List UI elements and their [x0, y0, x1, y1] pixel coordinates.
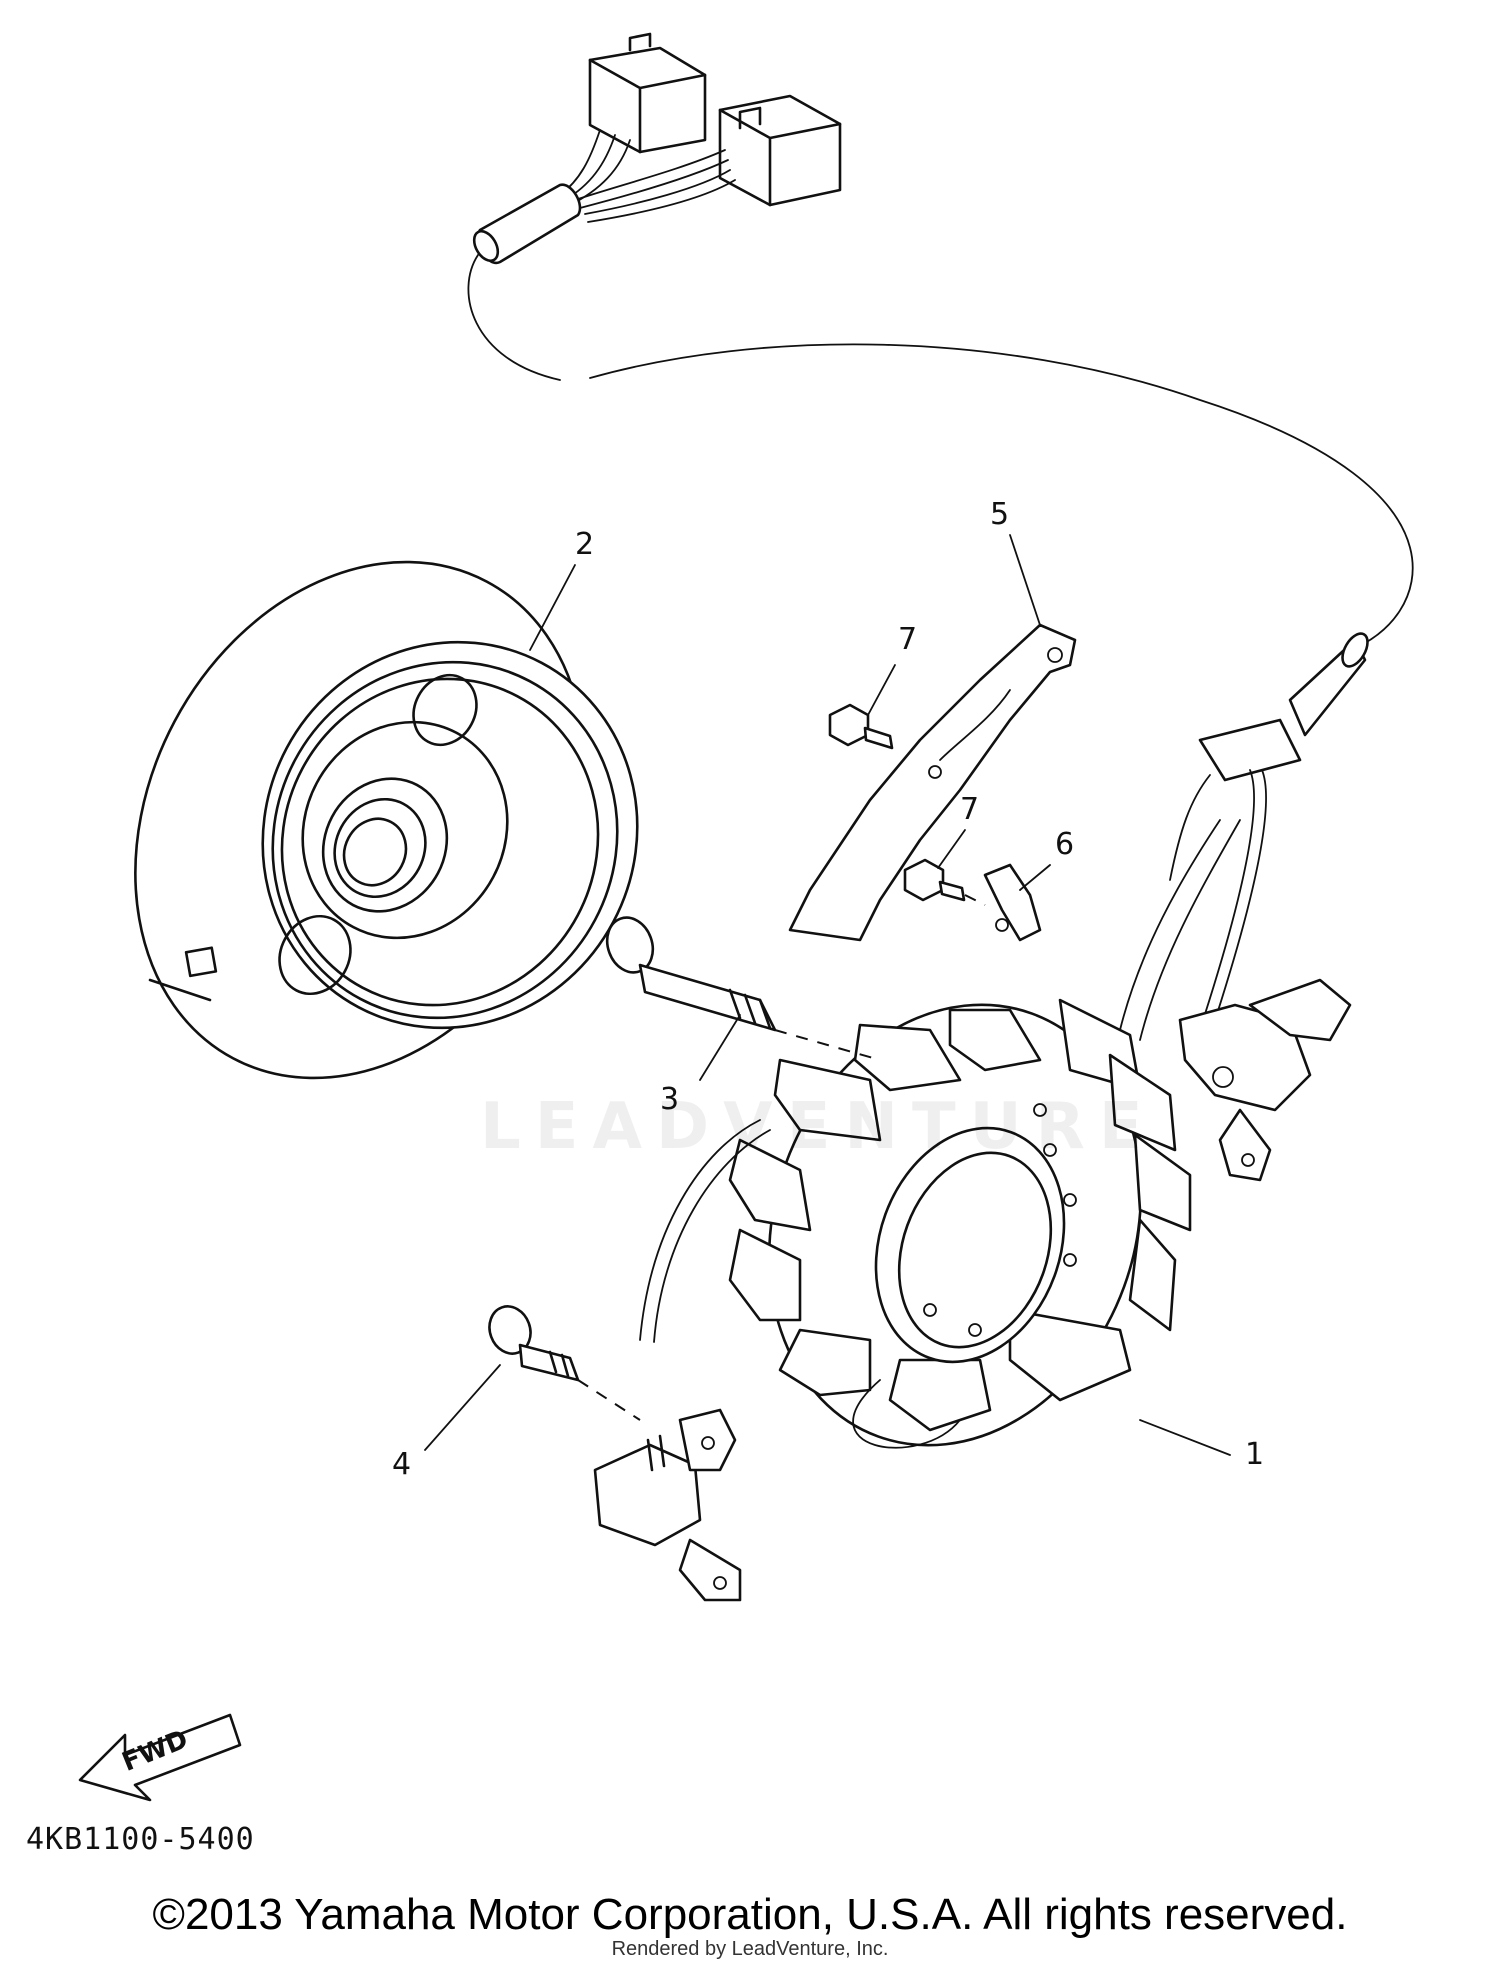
- leader-lines: [424, 534, 1231, 1456]
- stator-assembly: [639, 819, 1241, 1449]
- bolt-7-lower: [903, 858, 986, 906]
- lead-bracket-5: [788, 623, 1077, 942]
- wire-harness-connector: [467, 32, 1414, 651]
- callout-4: 4: [392, 1447, 412, 1482]
- pickup-coil-left: [593, 1408, 742, 1602]
- callout-5: 5: [990, 497, 1010, 532]
- copyright-text: ©2013 Yamaha Motor Corporation, U.S.A. A…: [152, 1890, 1348, 1939]
- plate-6: [983, 863, 1042, 942]
- bolt-3: [605, 916, 777, 1032]
- watermark: LEADVENTURE: [480, 1090, 1157, 1164]
- bolt-4: [488, 1305, 580, 1382]
- part-code: 4KB1100-5400: [26, 1822, 255, 1857]
- flywheel-rotor: [134, 560, 639, 1080]
- callout-3: 3: [660, 1082, 680, 1117]
- grommet: [1169, 632, 1369, 1061]
- bolt-7-upper: [828, 703, 894, 750]
- pickup-coil-right: [1178, 978, 1352, 1182]
- callout-1: 1: [1245, 1437, 1265, 1472]
- callout-6: 6: [1055, 827, 1075, 862]
- callout-7-lower: 7: [960, 792, 980, 827]
- fwd-arrow-icon: [78, 1713, 242, 1802]
- callout-7-upper: 7: [898, 622, 918, 657]
- callout-2: 2: [575, 527, 595, 562]
- rendered-by-text: Rendered by LeadVenture, Inc.: [611, 1938, 889, 1960]
